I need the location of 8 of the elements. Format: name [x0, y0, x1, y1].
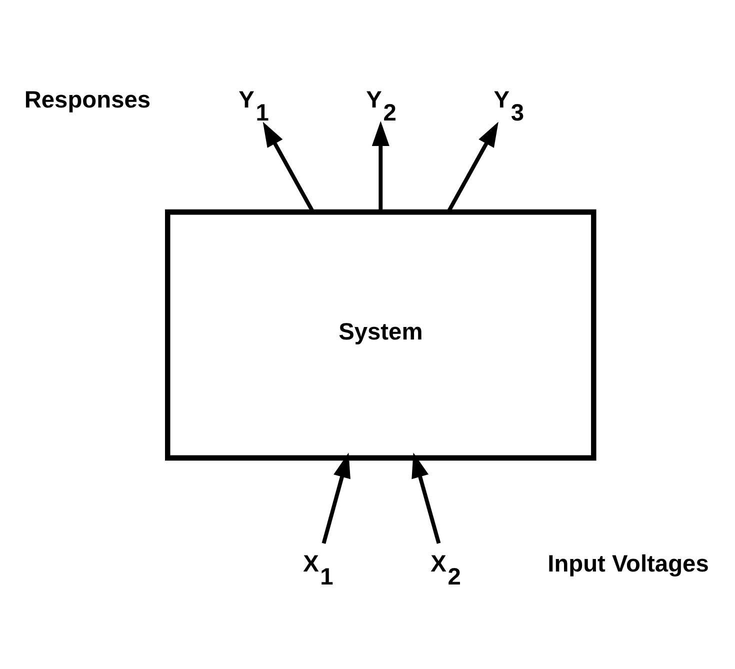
arrow	[372, 120, 390, 212]
node-box: System	[165, 208, 596, 460]
arrow	[322, 452, 350, 544]
label: Responses	[24, 86, 151, 113]
arrow	[446, 121, 498, 212]
arrow	[262, 121, 315, 212]
label: Input Voltages	[548, 551, 709, 578]
arrow	[412, 452, 441, 544]
